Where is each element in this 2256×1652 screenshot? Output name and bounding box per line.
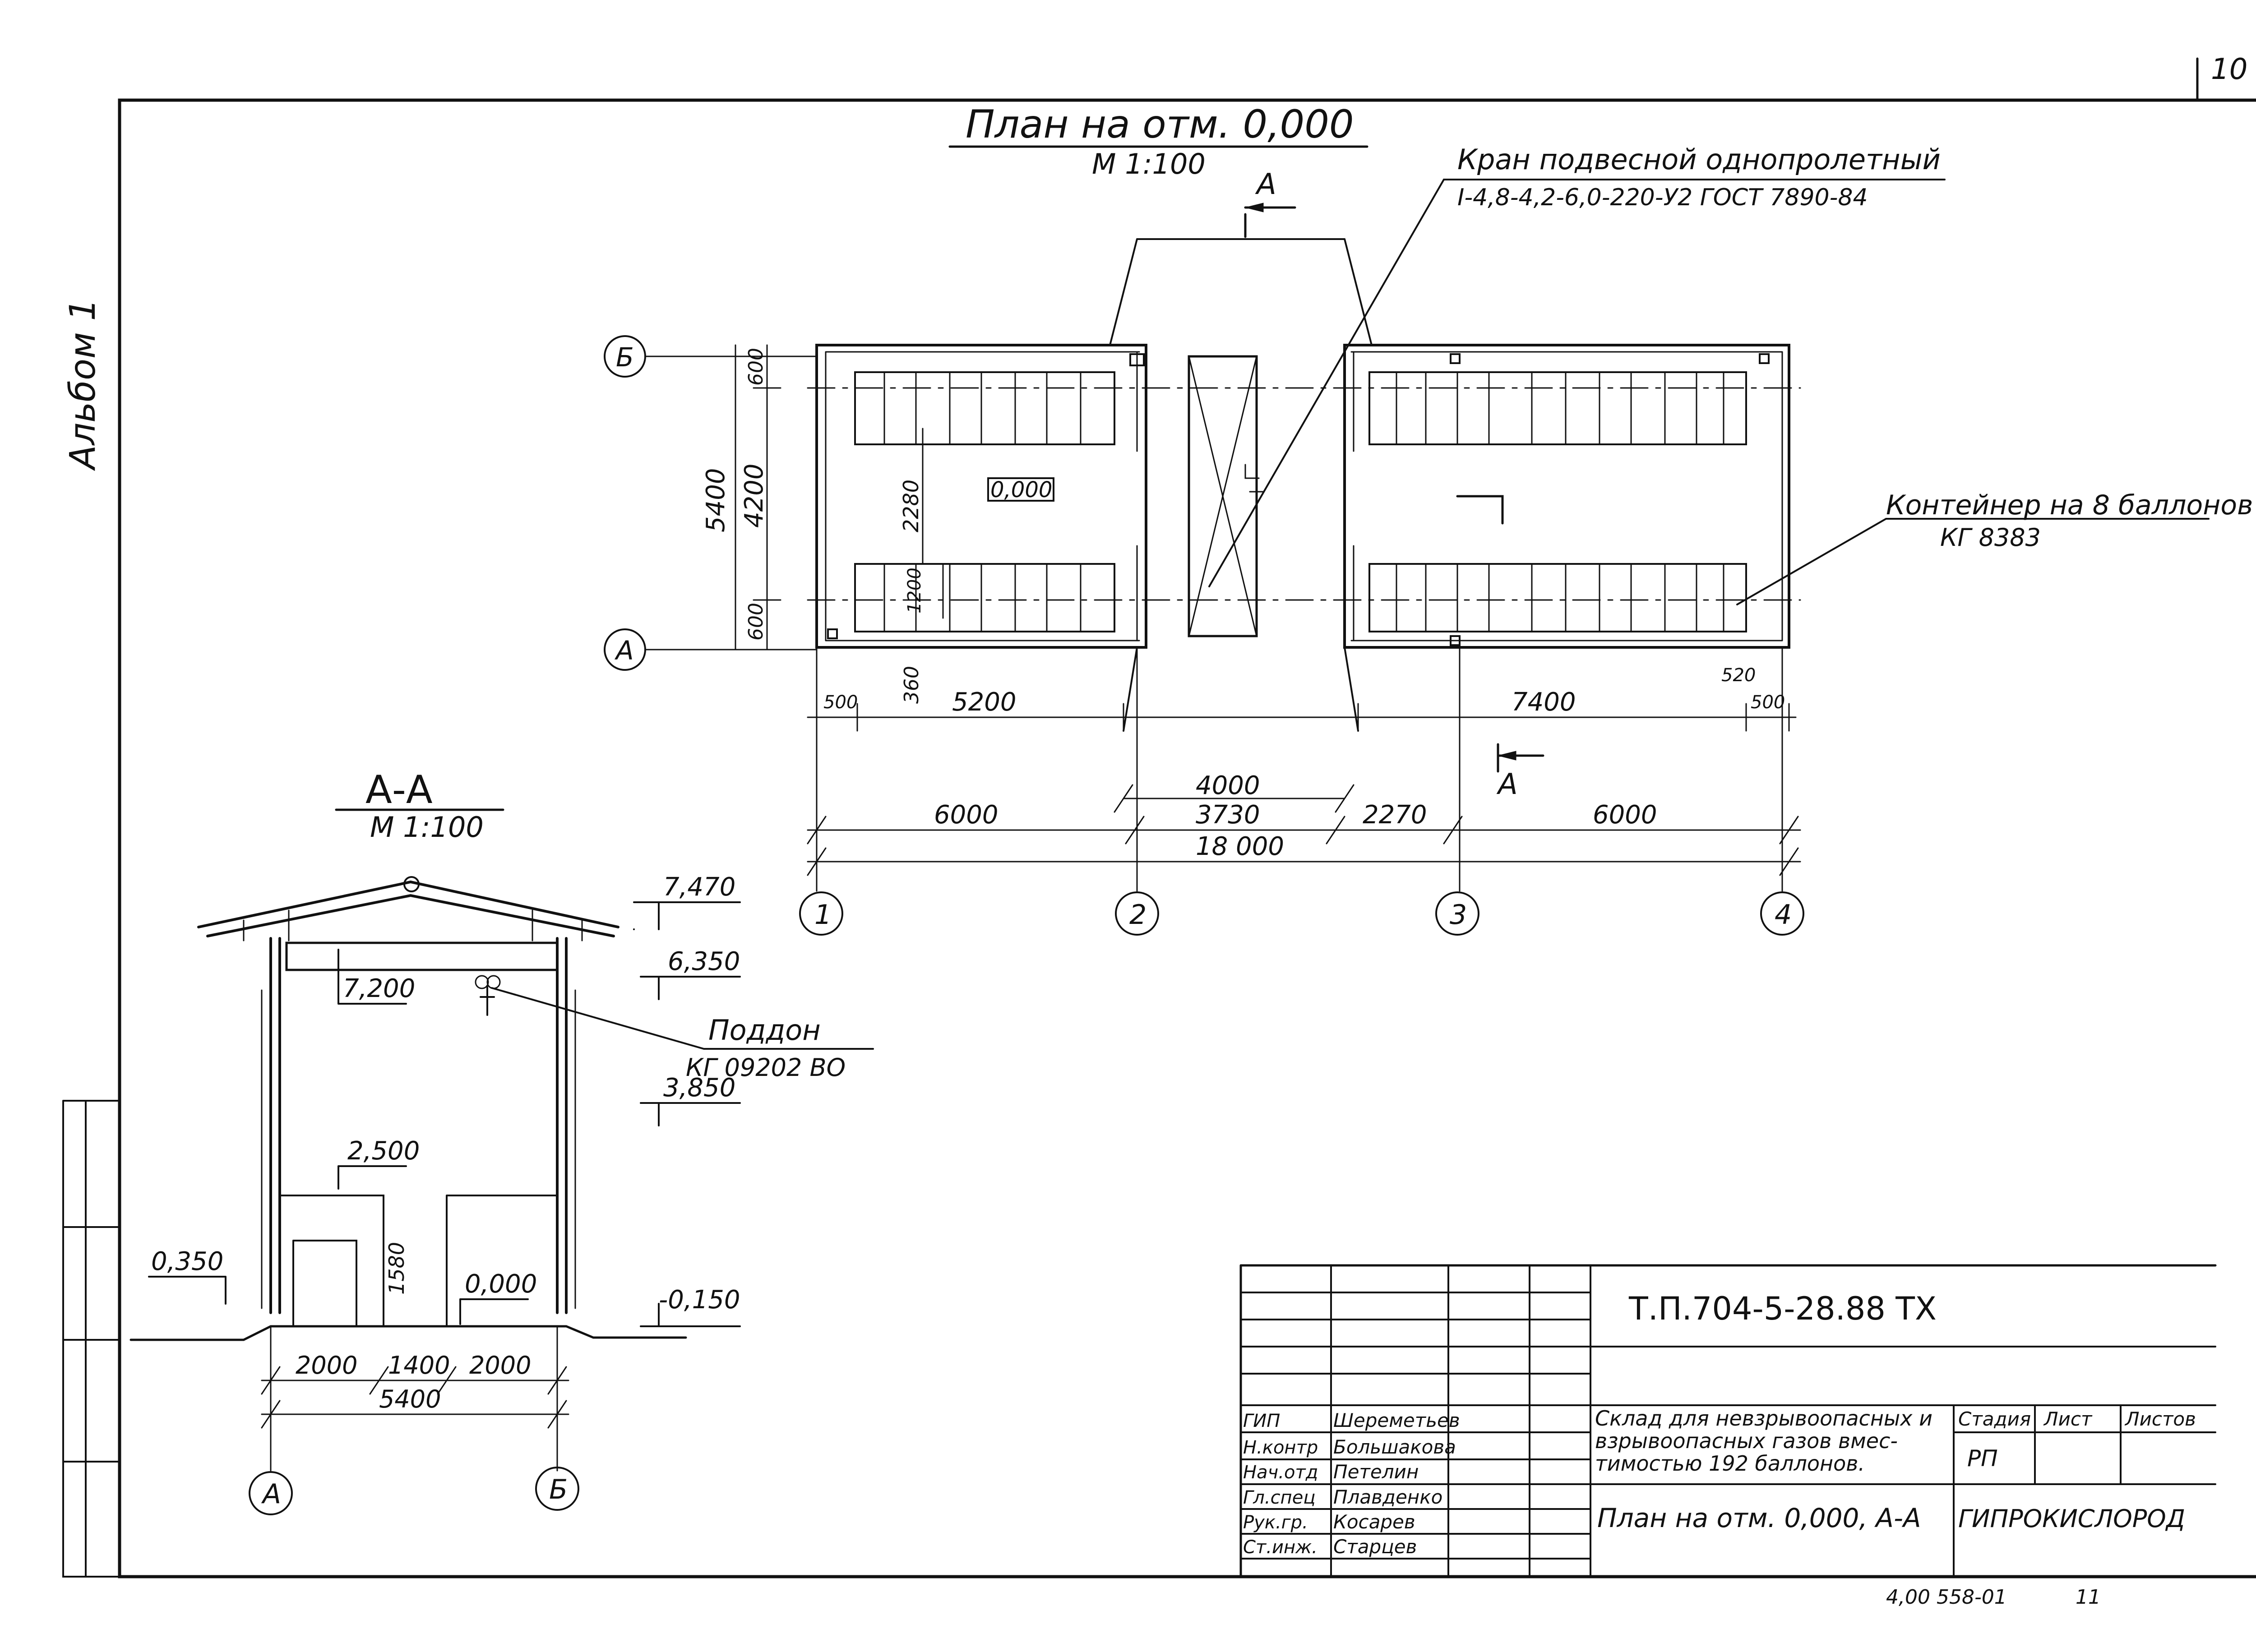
- pallet-label-2: КГ 09202 ВО: [686, 1053, 846, 1082]
- sheets-header: Листов: [2124, 1408, 2196, 1430]
- title-block-code: Т.П.704-5-28.88 ТХ: [1628, 1290, 1937, 1327]
- section-view: [129, 876, 874, 1341]
- object-line-1: Склад для невзрывоопасных и: [1595, 1406, 1932, 1431]
- plan-dim-inner-1: 2280: [899, 480, 923, 532]
- plan-dim-total-width: 18 000: [1196, 832, 1284, 861]
- plan-dim-inner-3: 360: [900, 666, 923, 704]
- plan-axis-col-4: 4: [1775, 899, 1792, 931]
- name-nachotd: Петелин: [1333, 1461, 1419, 1483]
- name-nkontr: Большакова: [1333, 1436, 1456, 1458]
- crane-label-2: I-4,8-4,2-6,0-220-У2 ГОСТ 7890-84: [1457, 184, 1868, 211]
- sheet-number: 10: [2211, 53, 2247, 86]
- plan-dim-bottom: 600: [744, 603, 767, 641]
- plan-axis-row-b-label: Б: [616, 342, 634, 373]
- section-level-2500: 2,500: [347, 1136, 420, 1166]
- container-label-2: КГ 8383: [1940, 523, 2041, 552]
- containers-left-bottom: [854, 563, 1115, 632]
- plan-dim-c1-5: 500: [1751, 692, 1785, 713]
- plan-axis-row-b: [604, 335, 818, 378]
- role-rukgr: Рук.гр.: [1243, 1512, 1308, 1533]
- crane-label-1: Кран подвесной однопролетный: [1457, 143, 1941, 176]
- containers-right-top: [1368, 371, 1747, 445]
- plan-dim-c1-4: 520: [1721, 665, 1756, 686]
- plan-dim-inner-2: 1200: [904, 568, 925, 614]
- plan-axis-columns: [799, 646, 1804, 936]
- plan-dim-c3-1: 6000: [934, 800, 999, 830]
- section-level-7200: 7,200: [343, 974, 415, 1003]
- section-dim-door: 1580: [384, 1242, 409, 1295]
- plan-dim-c3-4: 6000: [1593, 800, 1657, 830]
- section-cut-top-label: А: [1255, 168, 1276, 201]
- plan-dim-top: 600: [744, 348, 767, 386]
- section-dim-2: 1400: [388, 1351, 450, 1380]
- section-cut-bottom-label: А: [1496, 768, 1518, 801]
- section-level-0000: 0,000: [465, 1269, 537, 1299]
- role-stinzh: Ст.инж.: [1243, 1537, 1318, 1558]
- plan-dim-c1-1: 500: [823, 692, 858, 713]
- name-rukgr: Косарев: [1333, 1511, 1415, 1533]
- plan-dim-c1-2: 5200: [952, 688, 1017, 717]
- section-level-0350: 0,350: [151, 1247, 223, 1276]
- plan-dims-vertical: [721, 344, 944, 651]
- section-title: А-А: [365, 767, 433, 812]
- object-line-3: тимостью 192 баллонов.: [1595, 1451, 1865, 1476]
- section-level-7470: 7,470: [663, 872, 735, 902]
- plan-dim-c3-2: 3730: [1196, 800, 1260, 830]
- plan-level-mark: 0,000: [990, 477, 1052, 503]
- stage-value: РП: [1967, 1445, 1998, 1472]
- container-label-1: Контейнер на 8 баллонов: [1886, 489, 2253, 521]
- plan-title: План на отм. 0,000: [966, 102, 1354, 147]
- name-glspec: Плавденко: [1333, 1486, 1442, 1508]
- plan-axis-col-3: 3: [1450, 899, 1467, 931]
- stage-header: Стадия: [1958, 1408, 2031, 1430]
- section-cut-top: [1244, 203, 1296, 238]
- section-dim-1: 2000: [296, 1351, 357, 1380]
- archive-number: 4,00 558-01: [1886, 1586, 2007, 1609]
- section-dim-3: 2000: [469, 1351, 531, 1380]
- section-scale: М 1:100: [370, 811, 484, 844]
- plan-scale: М 1:100: [1092, 148, 1206, 180]
- pallet-label-1: Поддон: [708, 1014, 821, 1047]
- role-glspec: Гл.спец: [1243, 1487, 1316, 1508]
- section-dim-total: 5400: [379, 1385, 441, 1413]
- drawing-name: План на отм. 0,000, А-А: [1597, 1503, 1921, 1533]
- plan-axis-row-a-label: А: [614, 635, 634, 666]
- name-gip: Шереметьев: [1333, 1409, 1460, 1431]
- section-level-6350: 6,350: [668, 947, 740, 976]
- containers-left-top: [854, 371, 1115, 445]
- section-level-minus-0150: -0,150: [659, 1285, 740, 1315]
- containers-right-bottom: [1368, 563, 1747, 632]
- section-level-marks: [148, 901, 741, 1327]
- sheet-header: Лист: [2043, 1408, 2093, 1430]
- name-stinzh: Старцев: [1333, 1536, 1417, 1558]
- role-nkontr: Н.контр: [1243, 1437, 1318, 1458]
- role-nachotd: Нач.отд: [1243, 1462, 1318, 1483]
- title-block: [1239, 1264, 2217, 1578]
- section-dims: [261, 1325, 569, 1472]
- plan-dim-c2-1: 4000: [1196, 771, 1260, 800]
- section-axis-b: Б: [549, 1474, 568, 1505]
- object-line-2: взрывоопасных газов вмес-: [1595, 1429, 1898, 1453]
- plan-dims-chain-2: [1114, 784, 1355, 813]
- role-gip: ГИП: [1243, 1411, 1280, 1431]
- plan-dim-c3-3: 2270: [1363, 800, 1427, 830]
- plan-view: [807, 238, 2210, 732]
- plan-axis-col-1: 1: [814, 899, 832, 931]
- plan-dim-c1-3: 7400: [1512, 688, 1576, 717]
- plan-dim-mid: 4200: [740, 463, 769, 528]
- section-cut-bottom: [1497, 743, 1544, 773]
- binding-strip: [62, 1100, 120, 1578]
- section-axis-bubbles: [249, 1467, 579, 1515]
- section-axis-a: А: [261, 1478, 281, 1510]
- organization: ГИПРОКИСЛОРОД: [1958, 1504, 2185, 1533]
- plan-dim-total-height: 5400: [701, 468, 730, 532]
- plan-dims-total: [807, 847, 1801, 876]
- sheet-frame: [118, 57, 2256, 1578]
- section-level-3850: 3,850: [663, 1073, 735, 1103]
- plan-axis-col-2: 2: [1129, 899, 1146, 931]
- archive-suffix: 11: [2076, 1586, 2101, 1609]
- plan-axis-row-a: [604, 628, 818, 671]
- album-label: Альбом 1: [63, 299, 103, 471]
